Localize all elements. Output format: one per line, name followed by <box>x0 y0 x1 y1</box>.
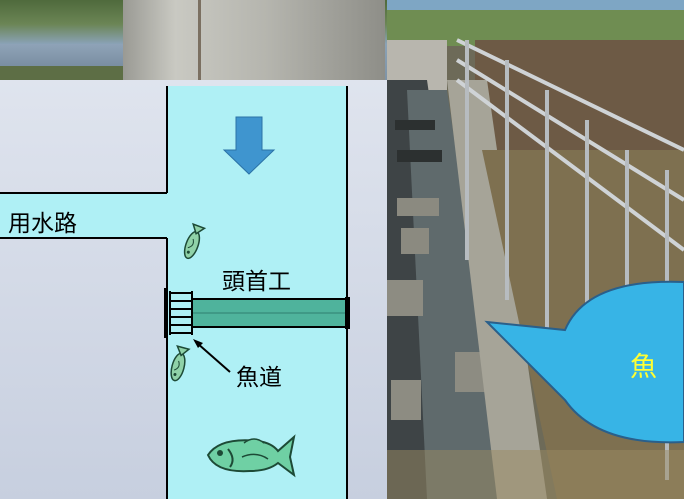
dam-pillar-photo <box>0 0 387 80</box>
photo-pipe <box>198 0 201 80</box>
fishway-left-wall <box>164 288 168 338</box>
callout-text: 魚 <box>630 352 657 383</box>
fishway-label: 魚道 <box>236 365 282 391</box>
fishway-pointer <box>196 342 231 373</box>
weir-end-cap <box>345 297 350 329</box>
schematic-diagram <box>0 86 350 499</box>
fishway-photo <box>387 0 684 499</box>
speech-bubble <box>484 280 684 444</box>
photo-grass <box>0 66 128 80</box>
down-arrow-icon <box>222 116 276 175</box>
photo-concrete-pillar <box>123 0 385 80</box>
weir-label: 頭首工 <box>222 269 291 295</box>
irrigation-channel <box>0 193 169 238</box>
fish-icon <box>206 434 296 478</box>
fish-icon <box>170 345 191 382</box>
fish-icon <box>183 222 207 260</box>
irrigation-channel-label: 用水路 <box>8 211 77 237</box>
